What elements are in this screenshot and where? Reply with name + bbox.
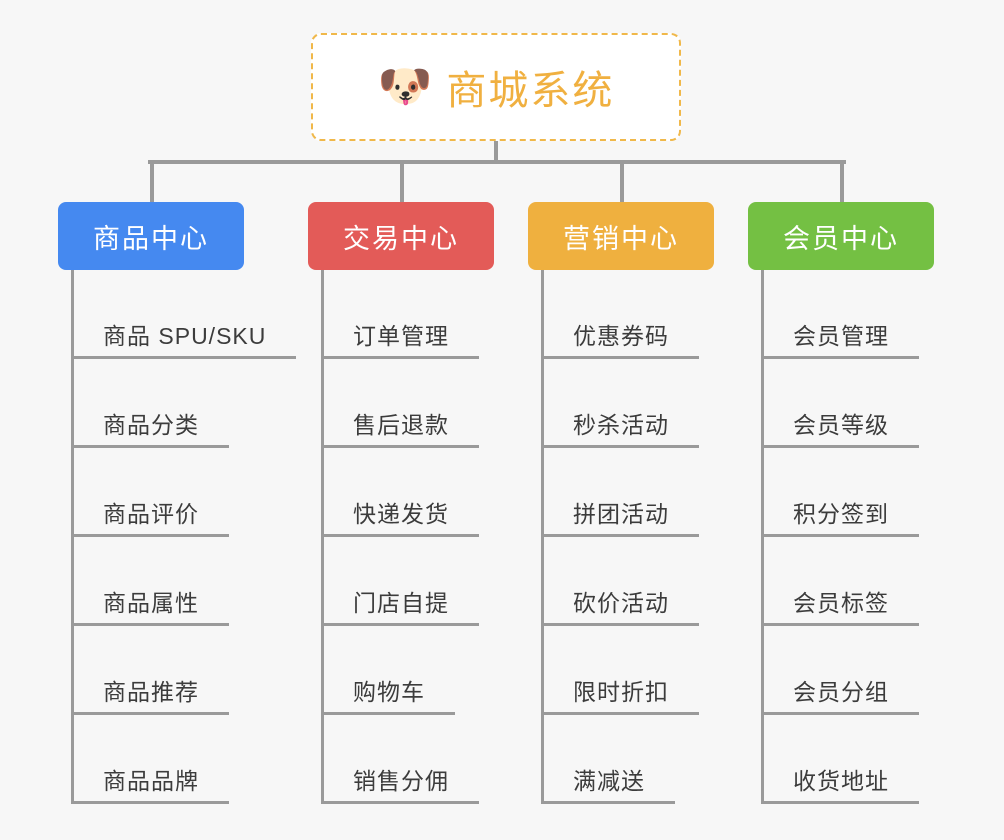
leaf-item[interactable]: 秒杀活动 bbox=[541, 359, 714, 448]
leaf-item-label: 购物车 bbox=[324, 673, 455, 715]
leaf-item[interactable]: 会员等级 bbox=[761, 359, 934, 448]
leaf-item[interactable]: 拼团活动 bbox=[541, 448, 714, 537]
column-items-trade-center: 订单管理售后退款快递发货门店自提购物车销售分佣 bbox=[321, 270, 494, 804]
leaf-item[interactable]: 快递发货 bbox=[321, 448, 494, 537]
leaf-item-label: 商品属性 bbox=[74, 584, 229, 626]
connector-trunk-trade-center bbox=[321, 270, 324, 804]
column-header-marketing-center[interactable]: 营销中心 bbox=[528, 202, 714, 270]
leaf-item-label: 会员等级 bbox=[764, 406, 919, 448]
shiba-dog-face-icon: 🐶 bbox=[377, 62, 433, 111]
leaf-item-label: 门店自提 bbox=[324, 584, 479, 626]
leaf-item[interactable]: 销售分佣 bbox=[321, 715, 494, 804]
leaf-item-label: 秒杀活动 bbox=[544, 406, 699, 448]
connector-trunk-member-center bbox=[761, 270, 764, 804]
leaf-item-label: 会员标签 bbox=[764, 584, 919, 626]
connector-drop-member-center bbox=[840, 160, 844, 202]
column-header-trade-center[interactable]: 交易中心 bbox=[308, 202, 494, 270]
leaf-item[interactable]: 商品分类 bbox=[71, 359, 244, 448]
leaf-item-label: 优惠券码 bbox=[544, 317, 699, 359]
leaf-item[interactable]: 商品推荐 bbox=[71, 626, 244, 715]
connector-drop-trade-center bbox=[400, 160, 404, 202]
leaf-item-label: 订单管理 bbox=[324, 317, 479, 359]
leaf-item[interactable]: 订单管理 bbox=[321, 270, 494, 359]
leaf-item[interactable]: 商品品牌 bbox=[71, 715, 244, 804]
leaf-item[interactable]: 会员分组 bbox=[761, 626, 934, 715]
column-member-center: 会员中心会员管理会员等级积分签到会员标签会员分组收货地址 bbox=[748, 202, 934, 804]
leaf-item[interactable]: 满减送 bbox=[541, 715, 714, 804]
leaf-item[interactable]: 门店自提 bbox=[321, 537, 494, 626]
leaf-item-label: 会员分组 bbox=[764, 673, 919, 715]
leaf-item-label: 拼团活动 bbox=[544, 495, 699, 537]
column-items-member-center: 会员管理会员等级积分签到会员标签会员分组收货地址 bbox=[761, 270, 934, 804]
leaf-item-label: 商品品牌 bbox=[74, 762, 229, 804]
leaf-item-label: 积分签到 bbox=[764, 495, 919, 537]
connector-trunk-product-center bbox=[71, 270, 74, 804]
column-header-member-center[interactable]: 会员中心 bbox=[748, 202, 934, 270]
leaf-item[interactable]: 购物车 bbox=[321, 626, 494, 715]
leaf-item-label: 商品 SPU/SKU bbox=[74, 317, 297, 359]
column-items-product-center: 商品 SPU/SKU 商品分类商品评价商品属性商品推荐商品品牌 bbox=[71, 270, 297, 804]
column-marketing-center: 营销中心优惠券码秒杀活动拼团活动砍价活动限时折扣满减送 bbox=[528, 202, 714, 804]
leaf-item[interactable]: 商品属性 bbox=[71, 537, 244, 626]
leaf-item-label: 商品评价 bbox=[74, 495, 229, 537]
leaf-item[interactable]: 会员标签 bbox=[761, 537, 934, 626]
leaf-item[interactable]: 砍价活动 bbox=[541, 537, 714, 626]
column-trade-center: 交易中心订单管理售后退款快递发货门店自提购物车销售分佣 bbox=[308, 202, 494, 804]
leaf-item[interactable]: 商品 SPU/SKU bbox=[71, 270, 297, 359]
leaf-item-label: 限时折扣 bbox=[544, 673, 699, 715]
column-items-marketing-center: 优惠券码秒杀活动拼团活动砍价活动限时折扣满减送 bbox=[541, 270, 714, 804]
leaf-item[interactable]: 商品评价 bbox=[71, 448, 244, 537]
leaf-item-label: 售后退款 bbox=[324, 406, 479, 448]
leaf-item-label: 快递发货 bbox=[324, 495, 479, 537]
leaf-item-label: 商品分类 bbox=[74, 406, 229, 448]
leaf-item-label: 砍价活动 bbox=[544, 584, 699, 626]
connector-trunk-marketing-center bbox=[541, 270, 544, 804]
leaf-item-label: 商品推荐 bbox=[74, 673, 229, 715]
leaf-item-label: 收货地址 bbox=[764, 762, 919, 804]
leaf-item[interactable]: 售后退款 bbox=[321, 359, 494, 448]
leaf-item[interactable]: 会员管理 bbox=[761, 270, 934, 359]
root-node-title: 商城系统 bbox=[446, 69, 615, 113]
leaf-item-label: 销售分佣 bbox=[324, 762, 479, 804]
leaf-item[interactable]: 优惠券码 bbox=[541, 270, 714, 359]
leaf-item[interactable]: 收货地址 bbox=[761, 715, 934, 804]
connector-horizontal-bus bbox=[148, 160, 846, 164]
connector-drop-product-center bbox=[150, 160, 154, 202]
connector-root-stem bbox=[494, 141, 498, 163]
column-product-center: 商品中心商品 SPU/SKU 商品分类商品评价商品属性商品推荐商品品牌 bbox=[58, 202, 297, 804]
leaf-item[interactable]: 限时折扣 bbox=[541, 626, 714, 715]
connector-drop-marketing-center bbox=[620, 160, 624, 202]
leaf-item[interactable]: 积分签到 bbox=[761, 448, 934, 537]
root-node-shop-system[interactable]: 🐶 商城系统 bbox=[311, 33, 681, 141]
column-header-product-center[interactable]: 商品中心 bbox=[58, 202, 244, 270]
leaf-item-label: 满减送 bbox=[544, 762, 675, 804]
leaf-item-label: 会员管理 bbox=[764, 317, 919, 359]
